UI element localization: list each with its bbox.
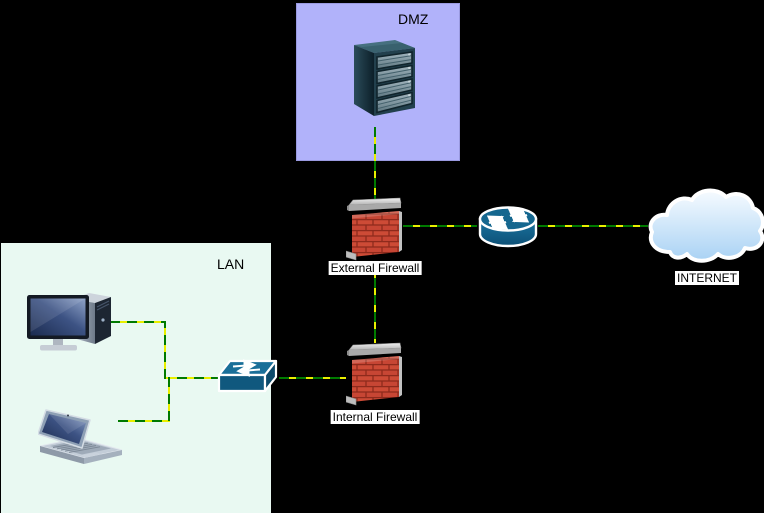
router-icon <box>477 205 539 249</box>
link-desktop-to-switch <box>110 321 218 379</box>
internet-label: INTERNET <box>675 271 739 285</box>
internal-firewall-label: Internal Firewall <box>330 410 420 424</box>
internet-cloud-icon <box>645 185 764 272</box>
switch-icon <box>217 359 280 396</box>
dmz-zone-label: DMZ <box>398 11 429 27</box>
link-laptop-to-switch <box>118 377 218 422</box>
lan-zone-label: LAN <box>217 256 245 272</box>
internal-firewall-icon <box>346 342 402 408</box>
laptop-icon <box>38 404 126 478</box>
external-firewall-label: External Firewall <box>328 261 422 275</box>
external-firewall-icon <box>346 197 402 263</box>
server-rack-icon <box>352 36 418 118</box>
desktop-computer-icon <box>27 292 113 352</box>
